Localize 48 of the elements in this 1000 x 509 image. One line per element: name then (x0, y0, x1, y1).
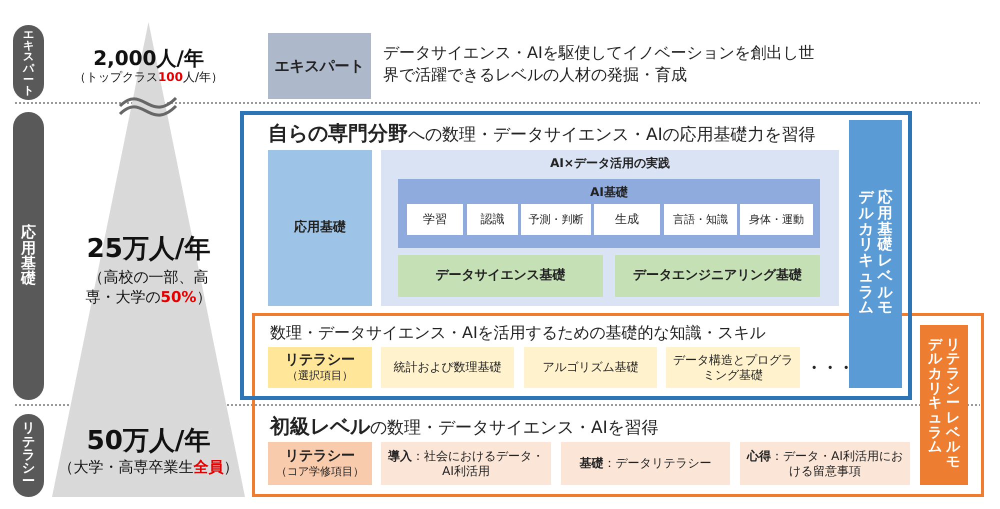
box-title: リテラシー (285, 448, 355, 466)
topic-box: アルゴリズム基礎 (524, 347, 657, 388)
topic-panel (381, 150, 839, 306)
box-title: リテラシー (285, 352, 355, 370)
level-tab (13, 414, 44, 497)
curriculum-band (849, 120, 902, 388)
topic-panel (398, 179, 820, 248)
headcount-note: （高校の一部、高専・大学の50%） (84, 268, 212, 307)
section-heading: 数理・データサイエンス・AIを活用するための基礎的な知識・スキル (270, 323, 766, 344)
headcount-figure: 25万人/年 (86, 233, 212, 266)
topic-box: 応用基礎 (268, 150, 372, 306)
description-text: データサイエンス・AIを駆使してイノベーションを創出し世界で活躍できるレベルの人材の発掘・育成 (383, 42, 816, 86)
box-subtitle: （選択項目） (287, 369, 353, 384)
topic-box: 生成 (594, 204, 660, 235)
ellipsis-mark: ・・・ (806, 358, 854, 379)
headcount-figure: 2,000人/年 (92, 45, 205, 70)
topic-box: 統計および数理基礎 (381, 347, 514, 388)
curriculum-frame (252, 313, 984, 497)
topic-box: データエンジニアリング基礎 (615, 255, 820, 297)
panel-title: AI基礎 (589, 184, 629, 201)
level-tab (13, 25, 44, 100)
headcount-note: （大学・高専卒業生全員） (58, 458, 240, 478)
topic-box: エキスパート (268, 33, 371, 99)
frame-heading: 自らの専門分野への数理・データサイエンス・AIの応用基礎力を習得 (268, 120, 816, 147)
topic-box: 導入：社会におけるデータ・AI利活用 (381, 442, 551, 485)
topic-box (268, 347, 372, 388)
topic-box: 言語・知識 (664, 204, 737, 235)
topic-box: 身体・運動 (740, 204, 813, 235)
topic-box: 学習 (407, 204, 463, 235)
topic-box: 心得：データ・AI利活用における留意事項 (740, 442, 910, 485)
headcount-note: （トップクラス100人/年） (72, 70, 224, 86)
topic-box: 基礎：データリテラシー (561, 442, 730, 485)
box-subtitle: （コア学修項目） (276, 465, 364, 480)
topic-box: データ構造とプログラミング基礎 (666, 347, 800, 388)
panel-title: AI×データ活用の実践 (549, 155, 671, 172)
curriculum-band (920, 325, 968, 485)
level-tab-label: リテラシー (22, 422, 35, 489)
topic-box: データサイエンス基礎 (398, 255, 603, 297)
band-label: 応用基礎レベルモデルカリキュラム (858, 190, 892, 318)
band-label: リテラシーレベルモデルカリキュラム (928, 338, 960, 472)
frame-heading: 初級レベルの数理・データサイエンス・AIを習得 (270, 413, 659, 440)
level-tab (13, 112, 44, 400)
topic-box: 予測・判断 (521, 204, 591, 235)
level-tab-label: 応用基礎 (21, 225, 36, 287)
level-tab-label: エキスパート (23, 28, 34, 96)
topic-box: 認識 (467, 204, 518, 235)
topic-box (268, 442, 372, 485)
headcount-figure: 50万人/年 (86, 425, 212, 458)
